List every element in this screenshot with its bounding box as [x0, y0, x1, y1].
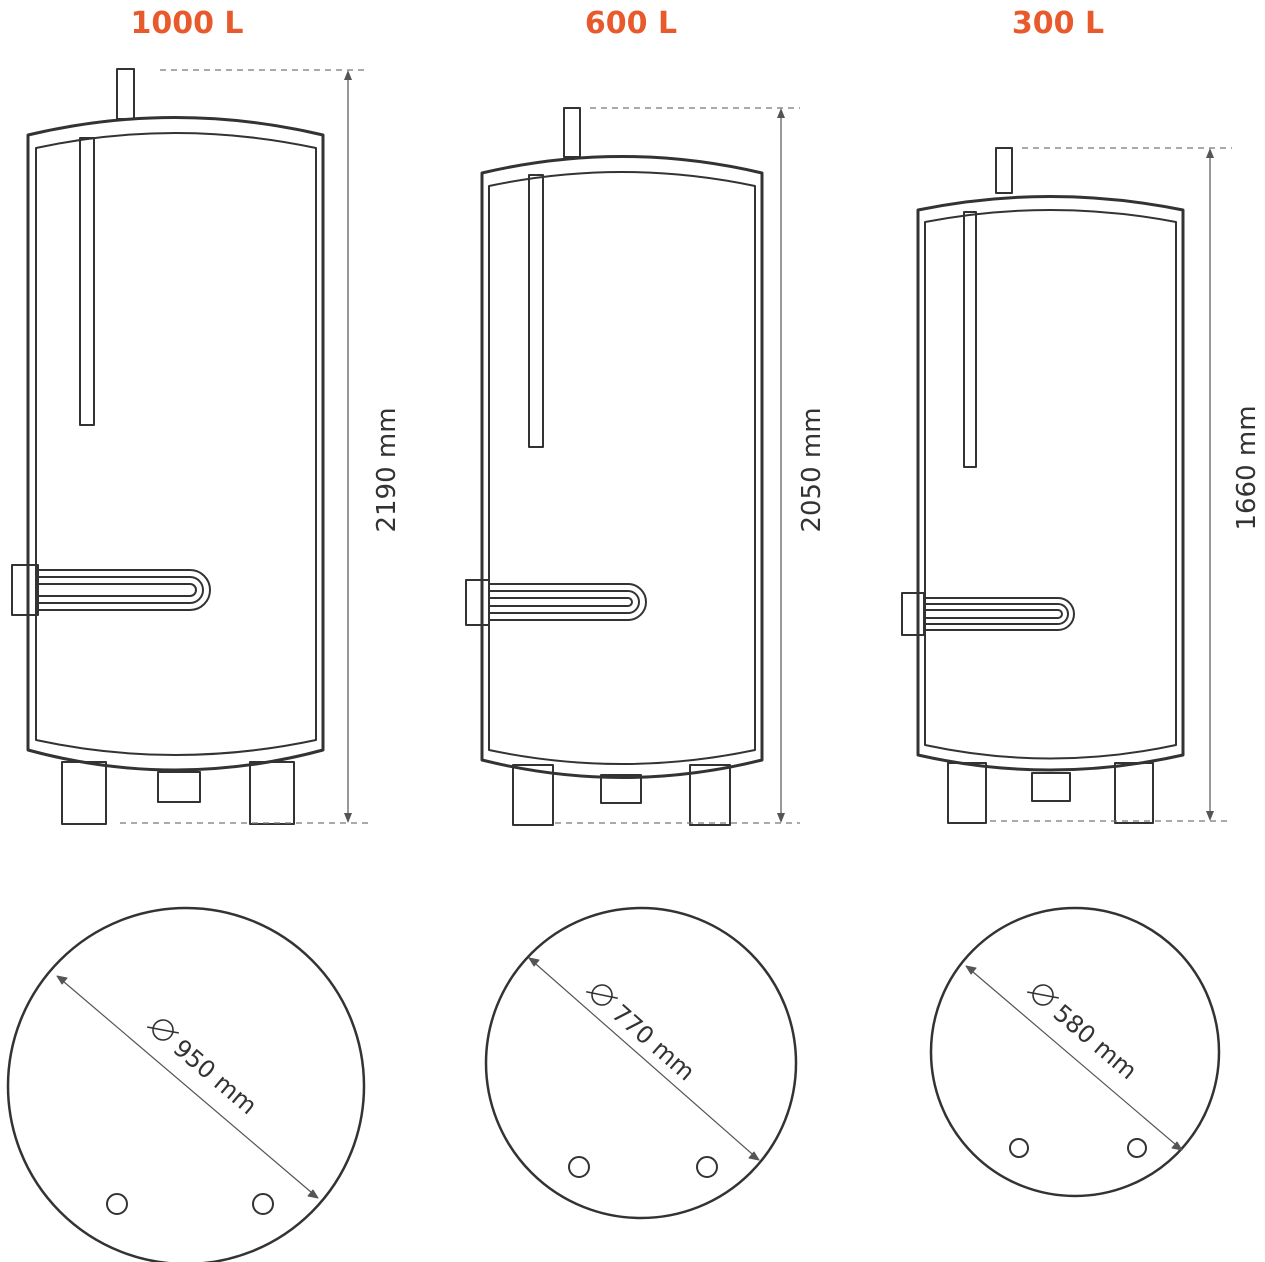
heating-element-icon	[901, 592, 1075, 636]
tank-outer-shell	[916, 195, 1185, 772]
tank-outer-shell	[480, 155, 764, 779]
height-label-1000: 2190 mm	[372, 407, 402, 532]
tank-300-side-view	[901, 147, 1185, 824]
height-label-300: 1660 mm	[1232, 405, 1262, 530]
diameter-label-1000: 950 mm	[168, 1034, 262, 1120]
diameter-symbol-icon	[152, 1019, 174, 1041]
tank-outer-shell	[26, 116, 325, 772]
bottom-drain	[1031, 772, 1071, 802]
tank-1000-top-view: 950 mm	[6, 906, 366, 1262]
bottom-drain	[600, 774, 642, 804]
tank-600-side-view	[465, 107, 764, 826]
top-outlet-pipe	[995, 147, 1013, 194]
heating-element-icon	[465, 579, 647, 626]
diameter-label-600: 770 mm	[606, 999, 700, 1086]
tank-leg-left	[61, 761, 107, 825]
tank-600-top-view: 770 mm	[484, 906, 798, 1220]
tank-inner-shell	[488, 171, 756, 765]
tank-300-height-dimension: 1660 mm	[990, 147, 1262, 822]
tank-inner-shell	[924, 209, 1177, 760]
diameter-symbol-icon	[591, 984, 613, 1006]
diameter-label-300: 580 mm	[1048, 999, 1142, 1085]
top-outlet-pipe	[116, 68, 135, 120]
tank-1000-height-dimension: 2190 mm	[120, 69, 402, 824]
capacity-label-1000: 1000 L	[130, 6, 244, 41]
height-label-600: 2050 mm	[797, 407, 827, 532]
tank-600-height-dimension: 2050 mm	[555, 107, 827, 824]
capacity-label-600: 600 L	[584, 6, 678, 41]
heating-element-icon	[11, 564, 211, 616]
tank-leg-left	[512, 764, 554, 826]
tank-1000-side-view	[11, 68, 325, 825]
dip-tube	[963, 211, 977, 468]
tank-leg-right	[689, 764, 731, 826]
tank-leg-left	[947, 762, 987, 824]
tank-300-top-view: 580 mm	[929, 906, 1221, 1198]
dip-tube	[528, 174, 544, 448]
top-outlet-pipe	[563, 107, 581, 158]
diameter-symbol-icon	[1032, 984, 1054, 1006]
tank-leg-right	[1114, 762, 1154, 824]
capacity-label-300: 300 L	[1011, 6, 1105, 41]
tank-inner-shell	[35, 132, 317, 756]
tank-leg-right	[249, 761, 295, 825]
dip-tube	[79, 137, 95, 426]
bottom-drain	[157, 771, 201, 803]
